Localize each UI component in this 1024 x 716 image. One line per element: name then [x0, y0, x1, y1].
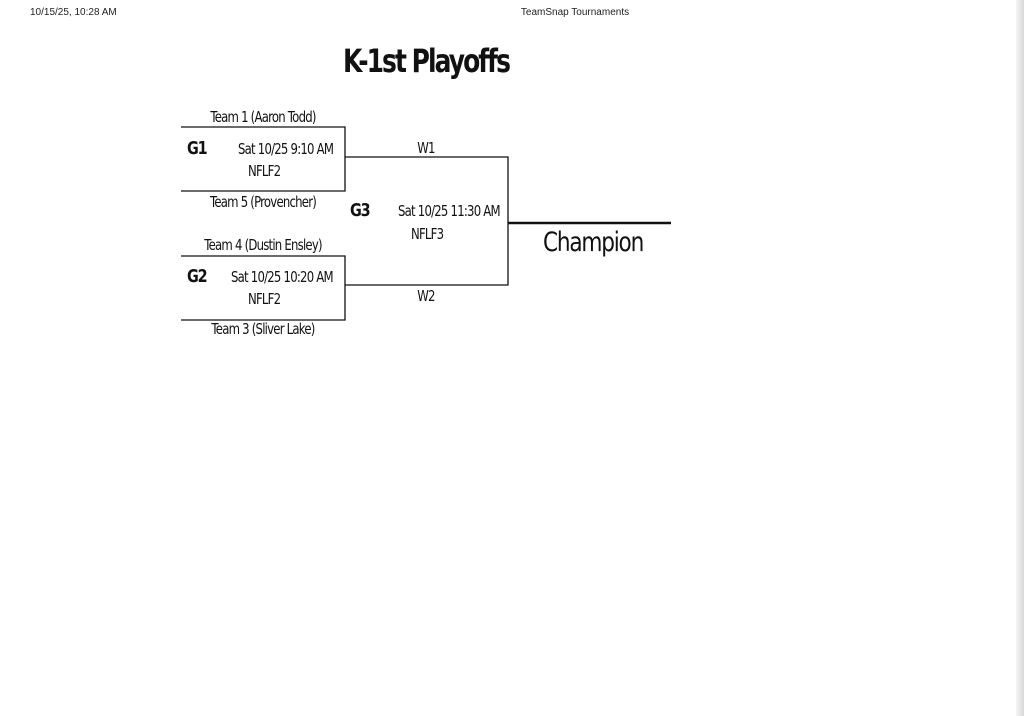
game-1-top-team: Team 1 (Aaron Todd) [210, 108, 316, 126]
game-1-box-lines [181, 126, 346, 192]
game-2-top-team: Team 4 (Dustin Ensley) [204, 236, 322, 254]
game-2-id: G2 [187, 266, 208, 287]
game-3-time: Sat 10/25 11:30 AM [398, 202, 501, 220]
game-1-field: NFLF2 [248, 162, 281, 180]
game-3-id: G3 [350, 200, 371, 221]
game-2-bottom-team: Team 3 (Sliver Lake) [211, 320, 315, 338]
game-1-bottom-team: Team 5 (Provencher) [209, 193, 317, 211]
page-edge-shadow [1016, 0, 1024, 716]
game-3-field: NFLF3 [411, 225, 444, 243]
game-3-top-slot: W1 [417, 139, 435, 157]
bracket-title: K-1st Playoffs [343, 42, 511, 80]
game-2-box-lines [181, 255, 346, 321]
game-2-time: Sat 10/25 10:20 AM [231, 268, 334, 286]
champion-label: Champion [543, 227, 644, 258]
game-1-time: Sat 10/25 9:10 AM [238, 140, 334, 158]
game-2-field: NFLF2 [248, 290, 281, 308]
game-3-bottom-slot: W2 [417, 287, 435, 305]
game-3-box-lines [345, 156, 509, 286]
game-1-id: G1 [187, 138, 208, 159]
print-datetime: 10/15/25, 10:28 AM [30, 7, 117, 18]
print-app-name: TeamSnap Tournaments [520, 7, 630, 18]
